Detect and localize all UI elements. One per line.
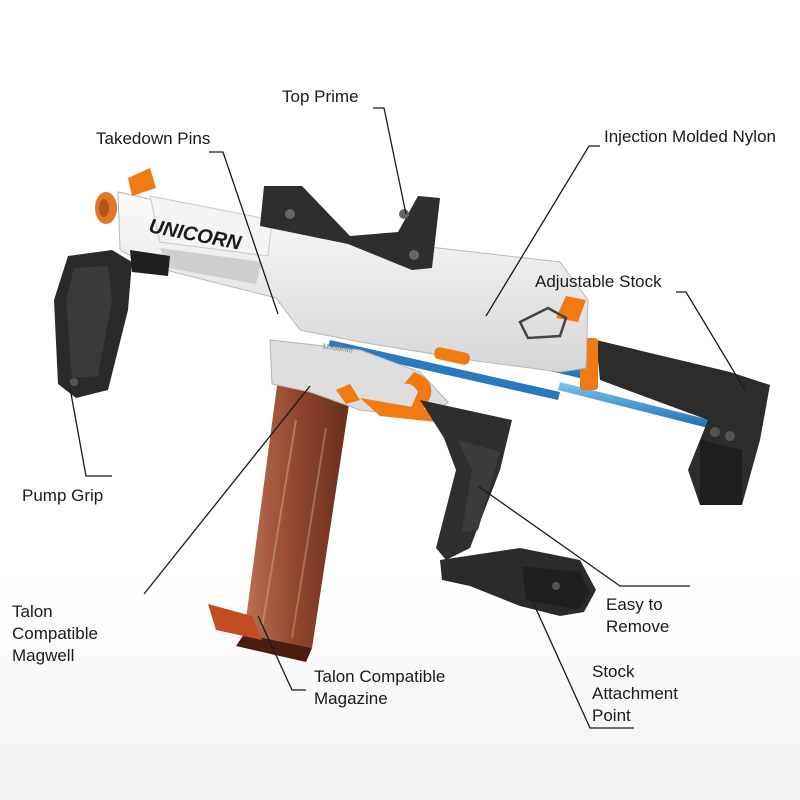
stock-attachment [440, 548, 596, 616]
callout-top-prime: Top Prime [282, 87, 359, 106]
leader-magazine [257, 615, 306, 691]
callout-stock-attachment-point: Stock Attachment Point [592, 662, 678, 725]
leader-magwell [143, 385, 311, 595]
leader-takedown-pins [209, 151, 279, 315]
rail-marking: 12x38mm [322, 343, 354, 355]
muzzle [95, 168, 156, 224]
callout-adjustable-stock: Adjustable Stock [535, 272, 662, 291]
leader-pump-grip [69, 387, 112, 477]
callout-takedown-pins: Takedown Pins [96, 129, 211, 148]
leader-lines [69, 107, 746, 729]
pump-grip [54, 250, 170, 398]
pistol-grip [420, 400, 512, 560]
callout-injection-molded-nylon: Injection Molded Nylon [604, 127, 776, 146]
leader-top-prime [373, 107, 407, 215]
callout-pump-grip: Pump Grip [22, 486, 104, 505]
leader-stock-attachment [531, 599, 634, 729]
leader-easy-to-remove [477, 485, 690, 587]
magazine [208, 378, 350, 662]
top-prime [260, 186, 440, 270]
leader-adjustable-stock [676, 291, 746, 391]
trigger-group [336, 347, 470, 422]
callout-easy-to-remove: Easy to Remove [606, 595, 670, 636]
adjustable-stock [580, 338, 770, 505]
leader-injection-molded-nylon [485, 145, 600, 317]
callout-talon-compatible-magwell: Talon Compatible Magwell [12, 602, 98, 665]
receiver: UNICORN 12x38mm [117, 191, 589, 419]
callout-talon-compatible-magazine: Talon Compatible Magazine [314, 667, 446, 708]
rear-sight [518, 296, 586, 340]
